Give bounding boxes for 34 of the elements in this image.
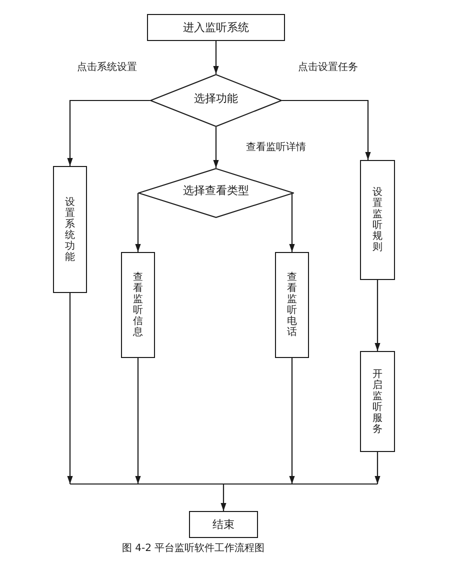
figure-caption: 图 4-2 平台监听软件工作流程图	[122, 543, 265, 556]
node-label: 选择查看类型	[182, 184, 250, 198]
node-label: 开启监听服务	[372, 368, 382, 434]
process-box	[147, 14, 285, 41]
decision-diamond	[138, 168, 294, 218]
decision-diamond	[150, 74, 282, 127]
arrow	[289, 192, 295, 252]
edge-label: 点击系统设置	[77, 63, 137, 73]
node-label: 选择功能	[193, 92, 239, 106]
node-label: 设置监听规则	[372, 187, 382, 253]
process-box	[275, 252, 309, 358]
arrow	[374, 452, 380, 484]
node-label: 进入监听系统	[182, 20, 250, 34]
merge-arrow	[69, 483, 378, 512]
arrow	[289, 358, 295, 484]
arrow	[67, 100, 150, 166]
arrow	[67, 293, 73, 484]
process-box	[360, 160, 395, 280]
edge-label: 查看监听详情	[246, 143, 306, 153]
process-box	[189, 511, 258, 538]
node-label: 查看监听信息	[133, 272, 143, 338]
arrow	[135, 192, 141, 252]
node-label: 结束	[212, 518, 236, 532]
arrow	[374, 280, 380, 351]
arrow	[213, 41, 219, 74]
node-label: 查看监听电话	[287, 272, 297, 338]
process-box	[360, 351, 395, 452]
arrow	[213, 127, 219, 168]
process-box	[121, 252, 155, 358]
process-box	[53, 166, 87, 293]
arrow	[135, 358, 141, 484]
node-label: 设置系统功能	[65, 196, 75, 262]
arrow	[282, 100, 371, 160]
edge-label: 点击设置任务	[298, 63, 358, 73]
